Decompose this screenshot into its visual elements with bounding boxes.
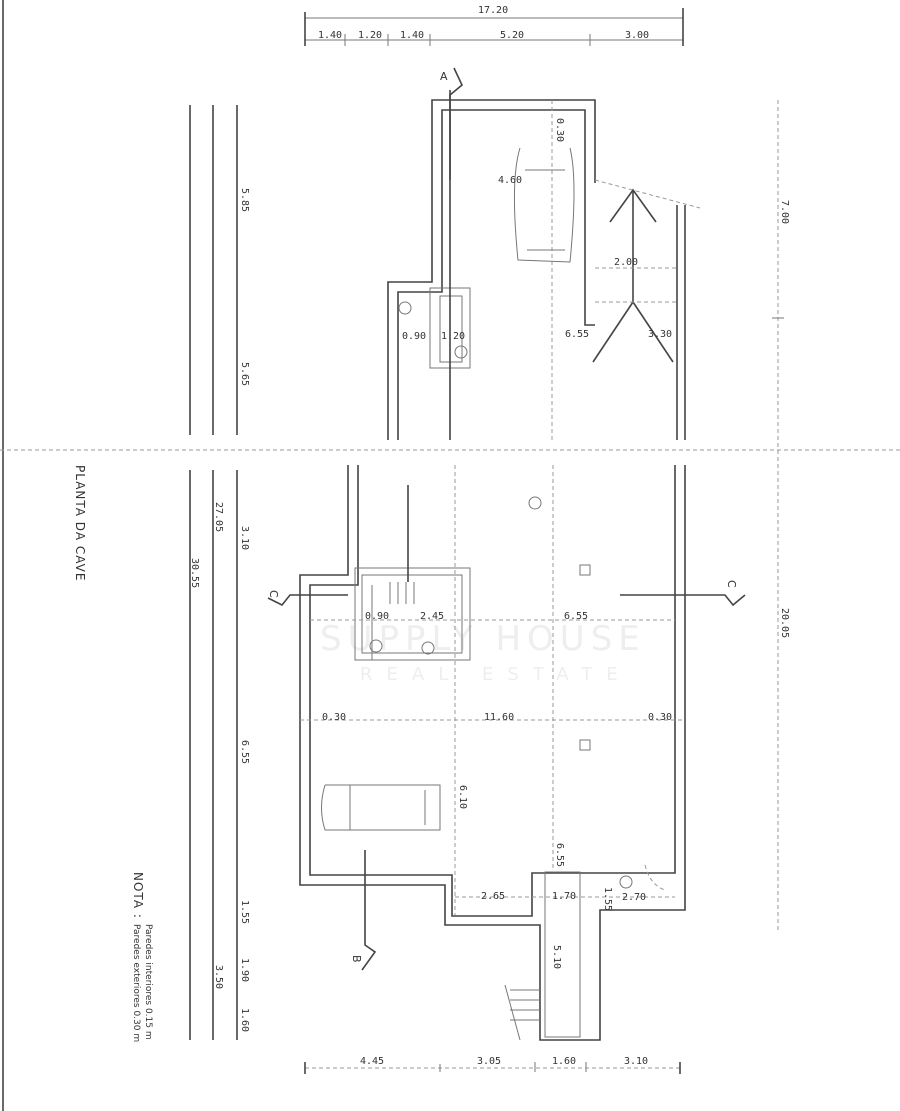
bottom-dimensions: 4.45 3.05 1.60 3.10 <box>304 1056 681 1074</box>
dim-plan-245: 2.45 <box>420 611 444 622</box>
dim-plan-top-wall: 0.30 <box>554 118 565 142</box>
dim-plan-270: 2.70 <box>622 892 646 903</box>
dim-plan-090-upper: 0.90 <box>402 331 426 342</box>
note-block: NOTA : Paredes exteriores 0.30 m Paredes… <box>131 872 153 1042</box>
room-marker <box>398 301 412 315</box>
dim-plan-610: 6.10 <box>457 785 468 809</box>
dim-plan-1160: 11.60 <box>484 712 514 723</box>
dim-total-width: 17.20 <box>478 5 508 16</box>
dim-plan-655-depth: 6.55 <box>554 843 565 867</box>
dim-left-565: 5.65 <box>239 362 250 386</box>
top-dimensions: 17.20 1.40 1.20 1.40 5.20 3.00 <box>304 5 684 46</box>
room-marker <box>528 496 542 510</box>
dim-left-160: 1.60 <box>239 1008 250 1032</box>
car-icon-lower <box>321 784 441 831</box>
watermark-line2: REAL ESTATE <box>360 664 632 685</box>
stair-treads-lower <box>504 984 540 1041</box>
drawing-title: PLANTA DA CAVE <box>73 465 87 581</box>
upper-basement-walls <box>387 90 701 440</box>
dim-left-350: 3.50 <box>213 965 224 989</box>
note-heading: NOTA : <box>131 872 145 919</box>
dim-plan-655-upper: 6.55 <box>565 329 589 340</box>
room-marker <box>454 345 468 359</box>
door-swing <box>644 864 666 891</box>
dim-left-155: 1.55 <box>239 900 250 924</box>
dim-bottom-3: 1.60 <box>552 1056 576 1067</box>
dim-top-1: 1.40 <box>318 30 342 41</box>
dim-left-655: 6.55 <box>239 740 250 764</box>
dim-right-2005: 20.05 <box>779 608 790 638</box>
dim-plan-170: 1.70 <box>552 891 576 902</box>
section-markers: A B C C <box>267 67 746 971</box>
dim-right-700: 7.00 <box>779 200 790 224</box>
dim-left-3055: 30.55 <box>189 558 200 588</box>
dim-plan-265: 2.65 <box>481 891 505 902</box>
section-marker-b: B <box>350 955 363 963</box>
section-marker-a: A <box>440 70 448 83</box>
dim-top-4: 5.20 <box>500 30 524 41</box>
dim-left-310: 3.10 <box>239 526 250 550</box>
section-marker-c-left: C <box>267 590 280 598</box>
dim-plan-090-stair: 0.90 <box>365 611 389 622</box>
dim-left-2705: 27.05 <box>213 502 224 532</box>
column-icon <box>579 564 591 576</box>
dim-bottom-4: 3.10 <box>624 1056 648 1067</box>
section-marker-c-right: C <box>725 580 738 588</box>
room-marker <box>369 639 383 653</box>
room-marker <box>421 641 435 655</box>
room-marker <box>619 875 633 889</box>
dim-left-190: 1.90 <box>239 958 250 982</box>
plan-dimension-labels: 0.30 4.60 2.00 6.55 3.30 0.90 1.20 0.90 … <box>322 118 672 969</box>
dim-bottom-2: 3.05 <box>477 1056 501 1067</box>
dim-plan-200: 2.00 <box>614 257 638 268</box>
dim-plan-330: 3.30 <box>648 329 672 340</box>
note-line1: Paredes exteriores 0.30 m <box>131 924 141 1042</box>
dim-plan-655-mid: 6.55 <box>564 611 588 622</box>
dim-plan-460: 4.60 <box>498 175 522 186</box>
note-line2: Paredes interiores 0.15 m <box>143 924 153 1040</box>
car-icon-upper <box>513 147 575 263</box>
lower-basement-walls <box>299 465 686 1041</box>
dim-top-3: 1.40 <box>400 30 424 41</box>
column-icon <box>579 739 591 751</box>
dim-plan-510: 5.10 <box>551 945 562 969</box>
ramp-arrow-icon <box>592 188 677 363</box>
dim-plan-155: 1.55 <box>602 887 613 911</box>
watermark-line1: SUPPLY HOUSE <box>320 619 646 659</box>
stair-treads-upper <box>389 582 415 604</box>
dim-left-585: 5.85 <box>239 188 250 212</box>
right-dimensions: 7.00 20.05 <box>772 100 790 930</box>
dim-plan-wall-left: 0.30 <box>322 712 346 723</box>
dim-bottom-1: 4.45 <box>360 1056 384 1067</box>
dim-top-2: 1.20 <box>358 30 382 41</box>
dim-plan-wall-right: 0.30 <box>648 712 672 723</box>
left-dimensions: 5.85 5.65 27.05 3.10 30.55 6.55 1.55 1.9… <box>189 105 250 1040</box>
dim-top-5: 3.00 <box>625 30 649 41</box>
dim-plan-120: 1.20 <box>441 331 465 342</box>
